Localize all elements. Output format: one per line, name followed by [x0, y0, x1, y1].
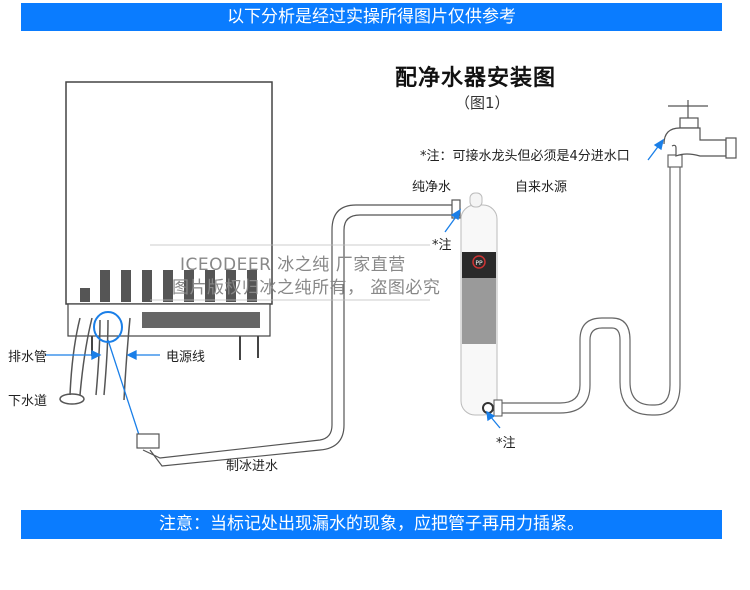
tap-water-source-label: 自来水源	[515, 180, 568, 195]
drain-pipe-label: 排水管	[8, 350, 48, 365]
ice-machine	[65, 81, 273, 360]
bottom-banner: 注意：当标记处出现漏水的现象，应把管子再用力插紧。	[21, 510, 722, 539]
sewer-label: 下水道	[8, 394, 48, 409]
vent-grille	[80, 270, 257, 302]
water-filter: PP	[460, 192, 503, 417]
inlet-pointer-line	[107, 339, 141, 439]
pointer-arrows	[45, 138, 664, 429]
watermark-line-1: ICEODEER 冰之纯 厂家直营	[180, 255, 406, 275]
watermark-line-2: 图片版权归冰之纯所有， 盗图必究	[172, 278, 441, 298]
faucet	[663, 100, 737, 159]
pure-water-label: 纯净水	[412, 180, 452, 195]
power-cord-label: 电源线	[166, 350, 206, 365]
top-banner: 以下分析是经过实操所得图片仅供参考	[21, 3, 722, 31]
tap-water-hose	[502, 154, 683, 416]
ice-inlet-hose	[136, 199, 461, 467]
drain-pipe	[59, 317, 109, 405]
ice-inlet-label: 制冰进水	[226, 459, 279, 474]
filter-label: PP	[475, 260, 483, 267]
faucet-note-label: *注：可接水龙头但必须是4分进水口	[420, 149, 630, 164]
diagram-subtitle: （图1）	[455, 94, 510, 112]
note-bottom-label: *注	[496, 436, 516, 451]
diagram-title: 配净水器安装图	[395, 66, 557, 91]
note-top-label: *注	[432, 238, 452, 253]
